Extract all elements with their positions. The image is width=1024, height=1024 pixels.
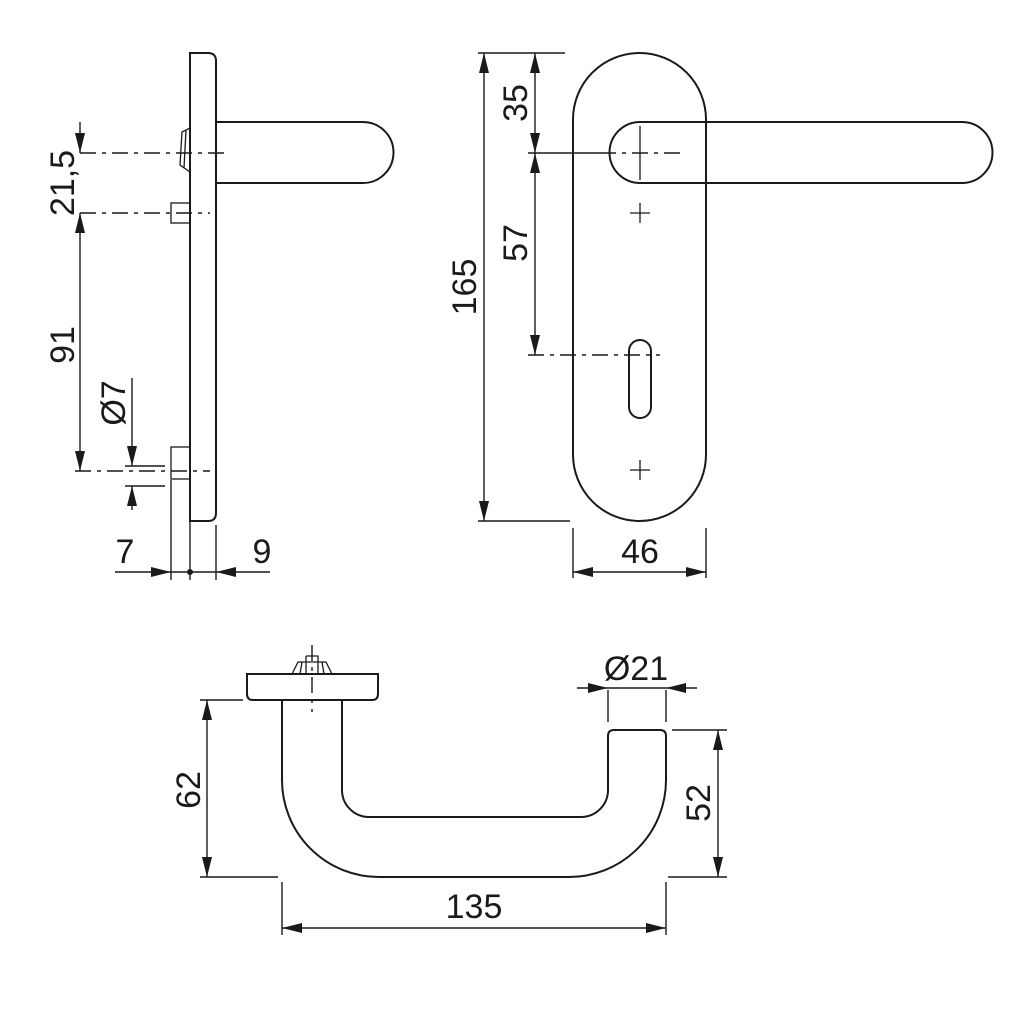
dim-top-label: 21,5: [44, 150, 82, 216]
side-view: 21,5 91 Ø7 7 9: [44, 52, 395, 580]
spindle: [291, 655, 333, 675]
dim-height-label: 165: [446, 259, 484, 316]
spring-cage: [179, 127, 191, 173]
screw-mark-lower: [630, 460, 650, 480]
dim-width-label: 46: [621, 533, 659, 571]
front-view: 165 35 57 46: [446, 52, 994, 578]
dim-pin-length-label: 7: [116, 533, 135, 571]
dim-length-label: 135: [446, 888, 503, 926]
keyhole: [628, 339, 652, 419]
screw-mark-upper: [630, 203, 650, 223]
backplate-side: [189, 52, 217, 522]
dim-rosette-height-label: 62: [170, 771, 208, 809]
lever-top: [281, 700, 667, 878]
dim-pin-diameter-label: Ø7: [95, 380, 133, 425]
dim-top-to-handle-label: 35: [497, 84, 535, 122]
lever-front: [608, 121, 994, 184]
dim-plate-thickness-label: 9: [253, 533, 272, 571]
dim-end-height-label: 52: [680, 784, 718, 822]
rosette: [246, 673, 379, 701]
lower-pin: [170, 446, 191, 480]
backplate-front: [572, 52, 707, 522]
dim-spacing-label: 91: [44, 326, 82, 364]
lever-side: [216, 121, 395, 184]
dim-lever-diameter-label: Ø21: [604, 650, 668, 688]
top-view: 62 52 135 Ø21: [170, 645, 727, 935]
dim-handle-to-keyhole-label: 57: [497, 224, 535, 262]
